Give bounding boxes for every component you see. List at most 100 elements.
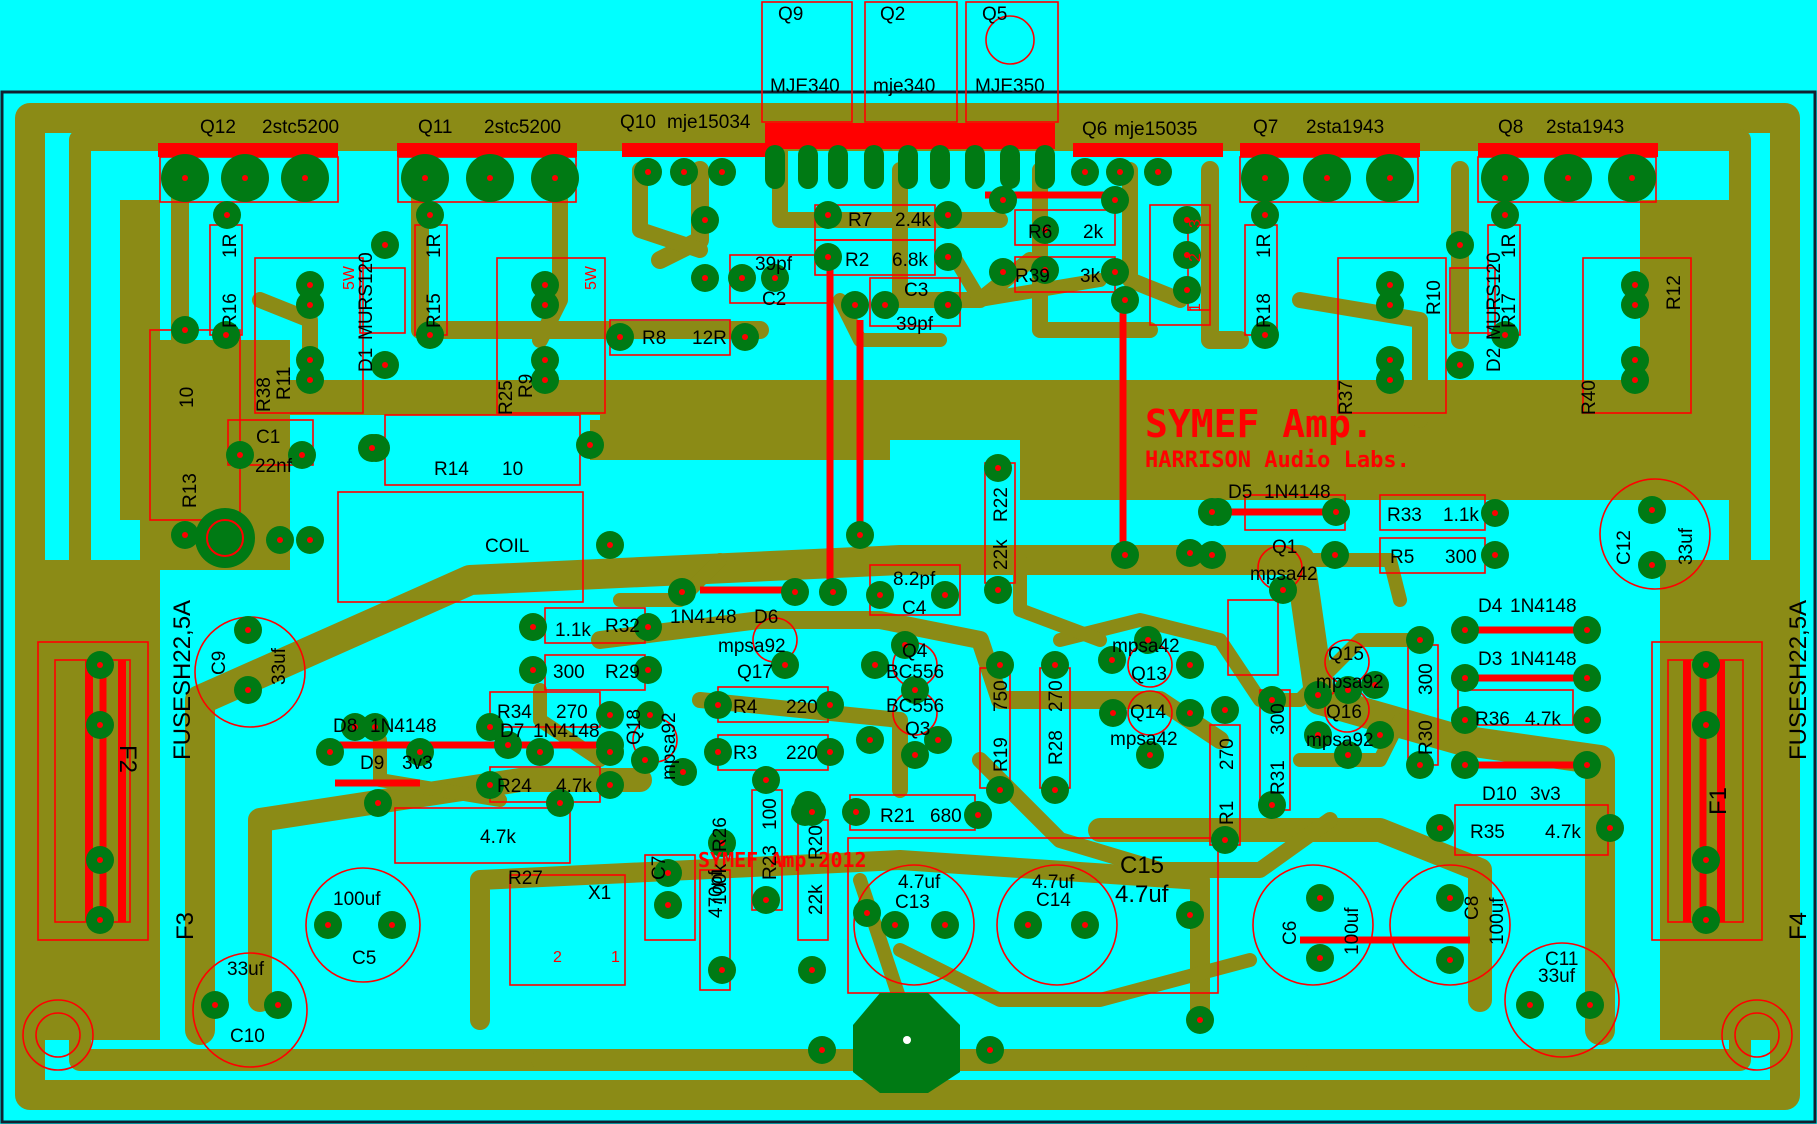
label-q13: Q13 — [1131, 664, 1167, 685]
label-c15: C15 — [1120, 852, 1164, 879]
pad-hole — [417, 749, 423, 755]
pad-hole — [1584, 762, 1590, 768]
pad-hole — [1703, 917, 1709, 923]
label-c13: C13 — [895, 892, 930, 913]
pad-hole — [997, 787, 1003, 793]
label-r8v: 12R — [692, 328, 727, 349]
label-r14v: 10 — [502, 459, 523, 480]
pad-hole — [617, 334, 623, 340]
label-q9: Q9 — [778, 4, 803, 25]
label-q10: Q10 — [620, 112, 656, 133]
label-x1-pin1: 1 — [611, 949, 620, 966]
pad-hole — [1110, 710, 1116, 716]
pads — [86, 145, 1720, 1064]
pad-hole — [1315, 732, 1321, 738]
label-r2: R2 — [845, 250, 869, 271]
pad-hole — [782, 662, 788, 668]
pad-hole — [1584, 627, 1590, 633]
pad-hole — [715, 702, 721, 708]
pad-hole — [647, 712, 653, 718]
label-d8v: 1N4148 — [370, 716, 437, 737]
label-f1: F1 — [1705, 787, 1732, 815]
pad-hole — [1262, 212, 1268, 218]
pad-hole — [645, 624, 651, 630]
label-d10v: 3v3 — [1530, 784, 1561, 805]
label-q15v: mpsa92 — [1316, 672, 1384, 693]
label-q14v: mpsa42 — [1110, 729, 1178, 750]
pad-hole — [422, 175, 428, 181]
driver-pad — [1000, 145, 1020, 189]
pad-hole — [975, 812, 981, 818]
pad-hole — [375, 800, 381, 806]
pad-hole — [97, 917, 103, 923]
pad-hole — [1565, 175, 1571, 181]
label-r8: R8 — [642, 328, 666, 349]
label-r10: R10 — [1424, 280, 1445, 315]
pad-hole — [1584, 717, 1590, 723]
pad-hole — [1317, 895, 1323, 901]
label-c14: C14 — [1036, 890, 1071, 911]
pad-hole — [935, 737, 941, 743]
pad-hole — [1042, 227, 1048, 233]
label-c5: C5 — [352, 948, 376, 969]
label-q18v: mpsa92 — [659, 712, 680, 780]
label-q12: Q12 — [200, 117, 236, 138]
label-trim-2: 2 — [1187, 253, 1204, 262]
pad-hole — [542, 377, 548, 383]
label-r13: R13 — [180, 473, 201, 508]
label-r17: R17 — [1499, 293, 1520, 328]
pad-hole — [772, 275, 778, 281]
label-d6v: 1N4148 — [670, 607, 737, 628]
label-d4v: 1N4148 — [1510, 596, 1577, 617]
label-r3v: 220 — [786, 743, 818, 764]
label-r16: R16 — [220, 293, 241, 328]
label-r9: R9 — [516, 374, 537, 398]
pad-hole — [1187, 710, 1193, 716]
label-r21: R21 — [880, 806, 915, 827]
label-ten: 10 — [177, 387, 198, 408]
label-fuse-left: FUSESH22,5A — [169, 600, 196, 760]
pad-hole — [1607, 825, 1613, 831]
label-q16: Q16 — [1326, 702, 1362, 723]
pad-hole — [1222, 707, 1228, 713]
label-r5v: 300 — [1445, 547, 1477, 568]
pad-hole — [1387, 357, 1393, 363]
pad-hole — [212, 1002, 218, 1008]
pad-hole — [809, 809, 815, 815]
driver-pad — [898, 145, 918, 189]
pad-hole — [1649, 507, 1655, 513]
pad-hole — [1502, 332, 1508, 338]
label-r33v: 1.1k — [1443, 505, 1479, 526]
label-r15: R15 — [424, 293, 445, 328]
label-q6: Q6 — [1082, 119, 1107, 140]
label-d7: D7 — [500, 721, 524, 742]
label-r20: R20 — [806, 825, 827, 860]
pad-hole — [1315, 692, 1321, 698]
pad-hole — [1187, 912, 1193, 918]
pad-hole — [1345, 752, 1351, 758]
pad-hole — [307, 377, 313, 383]
pad-hole — [877, 592, 883, 598]
label-d2v: MURS120 — [1484, 252, 1505, 340]
pad-hole — [1317, 955, 1323, 961]
label-q3v: BC556 — [886, 696, 944, 717]
pad-hole — [912, 752, 918, 758]
label-c11: C11 — [1545, 949, 1578, 970]
label-r19: R19 — [991, 737, 1012, 772]
label-q10v: mje15034 — [667, 112, 751, 133]
label-q1v: mpsa42 — [1250, 564, 1318, 585]
pad-hole — [1332, 552, 1338, 558]
pad-hole — [1052, 787, 1058, 793]
label-r1: R1 — [1217, 801, 1238, 825]
pad-hole — [1000, 197, 1006, 203]
label-c12: C12 — [1614, 530, 1635, 565]
pad-hole — [325, 922, 331, 928]
pad-hole — [1197, 1017, 1203, 1023]
label-d5: D5 — [1228, 482, 1252, 503]
label-d4: D4 — [1478, 596, 1503, 617]
pad-hole — [302, 175, 308, 181]
pad-hole — [1184, 217, 1190, 223]
pad-hole — [1417, 762, 1423, 768]
label-d9v: 3v3 — [402, 753, 433, 774]
label-q6v: mje15035 — [1114, 119, 1197, 140]
